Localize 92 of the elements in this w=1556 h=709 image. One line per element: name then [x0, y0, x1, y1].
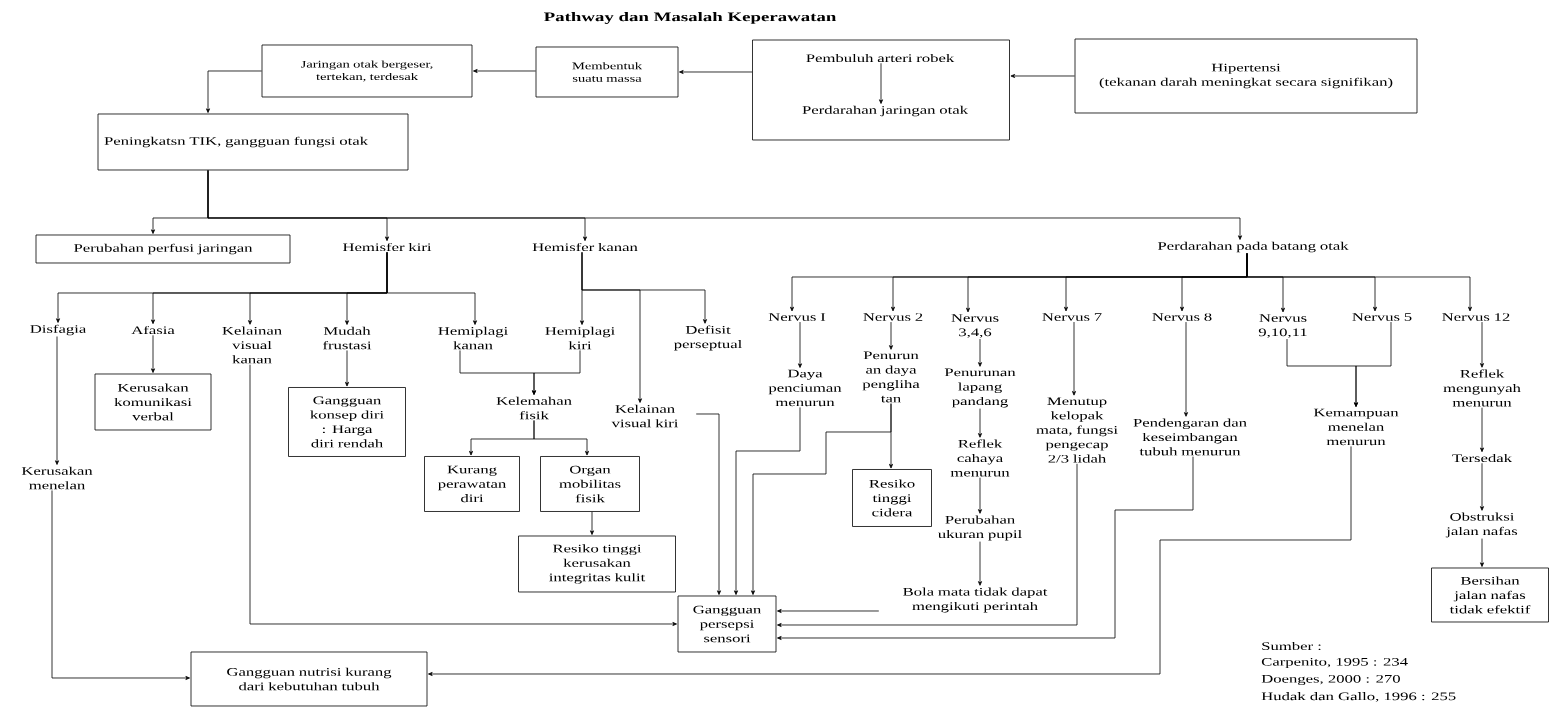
condition-text: Nervus 3,4,6 [951, 314, 999, 338]
problem-box: Bersihan jalan nafas tidak efektif [1431, 567, 1549, 623]
problem-box: Perubahan perfusi jaringan [35, 234, 291, 264]
arrow [734, 407, 801, 595]
problem-box: Resiko tinggi kerusakan integritas kulit [518, 535, 676, 593]
arrow [1480, 538, 1484, 567]
condition-text: Hemiplagi kiri [545, 326, 615, 350]
condition-text: Kelainan visual kiri [611, 404, 679, 428]
problem-box: Gangguan persepsi sensori [677, 595, 777, 653]
condition-text: Kerusakan menelan [21, 466, 93, 490]
reference-text: Hudak dan Gallo, 1996 : 255 [1261, 692, 1456, 702]
reference-text: Sumber : [1262, 641, 1321, 651]
arrow [1480, 321, 1484, 368]
arrow [1480, 462, 1484, 511]
arrow [798, 321, 802, 368]
condition-text: Nervus 7 [1042, 313, 1102, 321]
condition-text: Penurun an daya pengliha tan [862, 351, 920, 403]
condition-text: Tersedak [1452, 453, 1512, 463]
group-box [752, 39, 1010, 141]
problem-box: Kurang perawatan diri [424, 456, 520, 512]
condition-text: Perdarahan pada batang otak [1157, 241, 1349, 253]
condition-text: Hemisfer kanan [532, 242, 638, 252]
arrow [1480, 407, 1484, 453]
arrow [581, 251, 642, 403]
condition-text: Pendengaran dan keseimbangan tubuh menurun [1133, 418, 1247, 456]
arrow [978, 338, 982, 367]
arrow [1246, 253, 1472, 312]
condition-text: Penurunan lapang pandang [944, 368, 1016, 408]
arrow [532, 350, 581, 395]
condition-text: Nervus 12 [1442, 313, 1510, 321]
arrow [207, 170, 1242, 240]
condition-text: Menutup kelopak mata, fungsi pengecap 2/3 lidah [1036, 397, 1118, 463]
arrow [1010, 74, 1075, 78]
condition-text: Perubahan ukuran pupil [938, 515, 1022, 541]
arrow [590, 511, 594, 535]
arrow [777, 463, 1078, 627]
condition-text: Nervus 5 [1352, 313, 1412, 321]
problem-box: Resiko tinggi cidera [852, 469, 932, 527]
arrow [879, 62, 883, 104]
arrow [386, 251, 477, 325]
arrow [777, 609, 880, 613]
condition-text: Nervus 2 [863, 313, 923, 321]
condition-text: Pembuluh arteri robek [806, 53, 955, 63]
condition-text: Defisit perseptual [674, 325, 742, 351]
condition-text: Nervus 8 [1152, 313, 1212, 321]
reference-text: Doenges, 2000 : 270 [1261, 674, 1400, 686]
condition-text: Disfagia [30, 324, 87, 336]
arrow [679, 70, 753, 74]
condition-text: Kemampuan menelan menurun [1313, 408, 1399, 446]
problem-box: Hipertensi (tekanan darah meningkat secara signifikan) [1074, 38, 1418, 114]
problem-box: Organ mobilitas fisik [540, 456, 640, 512]
condition-text: Reflek cahaya menurun [950, 439, 1010, 477]
condition-text: Reflek mengunyah menurun [1443, 369, 1521, 407]
arrow [777, 456, 1194, 640]
diagram-title: Pathway dan Masalah Keperawatan [544, 12, 837, 24]
condition-text: Hemisfer kiri [343, 242, 432, 252]
arrow [428, 446, 1352, 676]
arrow [978, 408, 982, 438]
arrow [751, 403, 892, 595]
arrow [978, 477, 982, 514]
arrow [1184, 321, 1188, 417]
arrow [151, 334, 155, 373]
condition-text: Perdarahan jaringan otak [802, 105, 968, 117]
condition-text: Bola mata tidak dapat mengikuti perintah [903, 587, 1048, 613]
problem-box: Kerusakan komunikasi verbal [94, 373, 212, 431]
arrow [1354, 321, 1392, 407]
problem-box: Jaringan otak bergeser, tertekan, terdesak [261, 44, 473, 98]
problem-box: Peningkatsn TIK, gangguan fungsi otak [97, 113, 409, 171]
problem-box: Membentuk suatu massa [535, 46, 679, 98]
problem-box: Gangguan nutrisi kurang dari kebutuhan tubuh [190, 651, 428, 707]
arrow [249, 364, 677, 626]
arrow [1072, 321, 1076, 396]
arrow [978, 541, 982, 586]
arrow [345, 350, 349, 387]
condition-text: Obstruksi jalan nafas [1445, 512, 1518, 538]
arrow [51, 490, 190, 680]
arrow [889, 321, 893, 350]
arrow [55, 336, 59, 465]
condition-text: Mudah frustasi [323, 326, 372, 350]
condition-text: Afasia [131, 325, 175, 335]
reference-text: Carpenito, 1995 : 234 [1261, 657, 1408, 668]
arrow [533, 420, 589, 456]
condition-text: Kelemahan fisik [496, 396, 572, 420]
condition-text: Daya penciuman menurun [768, 369, 842, 407]
condition-text: Kelainan visual kanan [222, 326, 282, 364]
condition-text: Nervus I [768, 313, 826, 321]
condition-text: Nervus 9,10,11 [1258, 314, 1307, 338]
arrow [695, 413, 721, 595]
arrow [206, 70, 262, 113]
condition-text: Hemiplagi kanan [438, 326, 508, 350]
problem-box: Gangguan konsep diri : Harga diri rendah [288, 387, 406, 457]
arrow [473, 69, 536, 73]
